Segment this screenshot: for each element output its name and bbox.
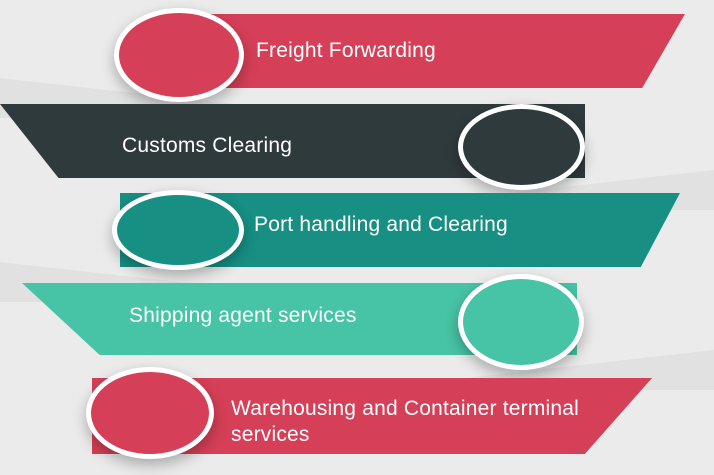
warehousing-circle-icon bbox=[86, 367, 214, 459]
warehousing-label: Warehousing and Container terminal servi… bbox=[231, 397, 580, 446]
freight-forwarding-label: Freight Forwarding bbox=[256, 39, 436, 62]
customs-clearing-label: Customs Clearing bbox=[122, 134, 293, 157]
port-handling-circle-icon bbox=[112, 190, 244, 270]
freight-forwarding-circle-icon bbox=[114, 8, 244, 102]
shipping-agent-label: Shipping agent services bbox=[129, 304, 357, 327]
port-handling-label: Port handling and Clearing bbox=[254, 213, 508, 236]
shipping-agent-circle-icon bbox=[458, 274, 584, 370]
customs-clearing-circle-icon bbox=[458, 104, 585, 190]
